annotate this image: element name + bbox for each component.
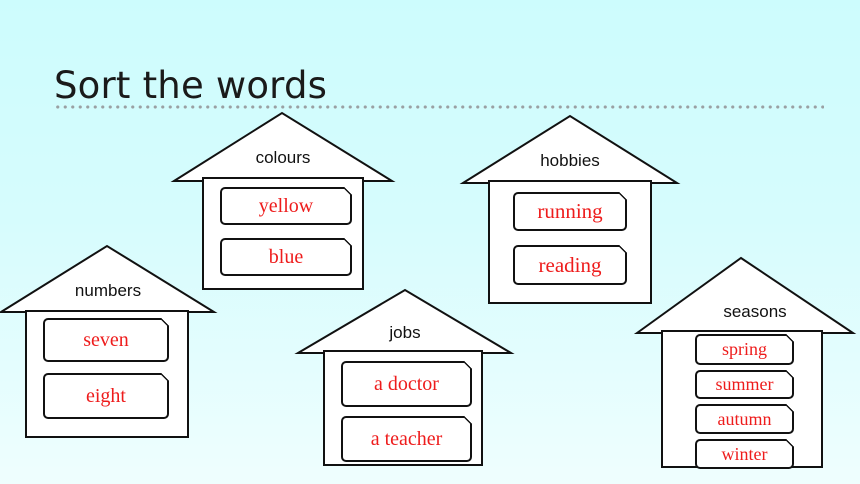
word-card[interactable]: eight xyxy=(43,373,169,419)
word-text: winter xyxy=(721,444,768,464)
house-label-seasons: seasons xyxy=(723,302,787,321)
house-label-colours: colours xyxy=(255,148,311,167)
word-card[interactable]: spring xyxy=(695,334,794,365)
word-card[interactable]: reading xyxy=(513,245,627,285)
roof-seasons xyxy=(633,256,857,334)
word-text: seven xyxy=(83,329,129,351)
dotted-divider xyxy=(54,104,824,110)
word-card[interactable]: running xyxy=(513,192,627,231)
word-text: reading xyxy=(538,253,602,277)
word-text: a teacher xyxy=(370,428,443,450)
word-text: yellow xyxy=(258,195,314,217)
word-card[interactable]: yellow xyxy=(220,187,352,225)
word-text: running xyxy=(537,199,603,223)
word-text: eight xyxy=(86,385,126,407)
house-jobs: jobs a doctor a teacher xyxy=(294,288,515,468)
word-card[interactable]: blue xyxy=(220,238,352,276)
slide-title: Sort the words xyxy=(54,64,328,107)
roof-hobbies xyxy=(459,114,681,184)
house-label-numbers: numbers xyxy=(74,281,142,300)
house-colours: colours yellow blue xyxy=(170,111,396,291)
word-card[interactable]: a teacher xyxy=(341,416,472,462)
roof-colours xyxy=(170,111,396,182)
word-card[interactable]: winter xyxy=(695,439,794,469)
word-text: autumn xyxy=(717,409,772,429)
house-hobbies: hobbies running reading xyxy=(459,114,681,306)
word-card[interactable]: autumn xyxy=(695,404,794,434)
house-seasons: seasons spring summer autumn winter xyxy=(633,256,857,470)
word-card[interactable]: a doctor xyxy=(341,361,472,407)
house-numbers: numbers seven eight xyxy=(0,244,218,440)
word-text: blue xyxy=(268,246,304,268)
house-label-hobbies: hobbies xyxy=(540,151,600,170)
roof-numbers xyxy=(0,244,218,313)
word-text: a doctor xyxy=(374,373,439,395)
word-card[interactable]: summer xyxy=(695,370,794,399)
house-label-jobs: jobs xyxy=(389,323,421,342)
word-text: summer xyxy=(715,374,774,394)
word-text: spring xyxy=(722,339,767,359)
word-card[interactable]: seven xyxy=(43,318,169,362)
